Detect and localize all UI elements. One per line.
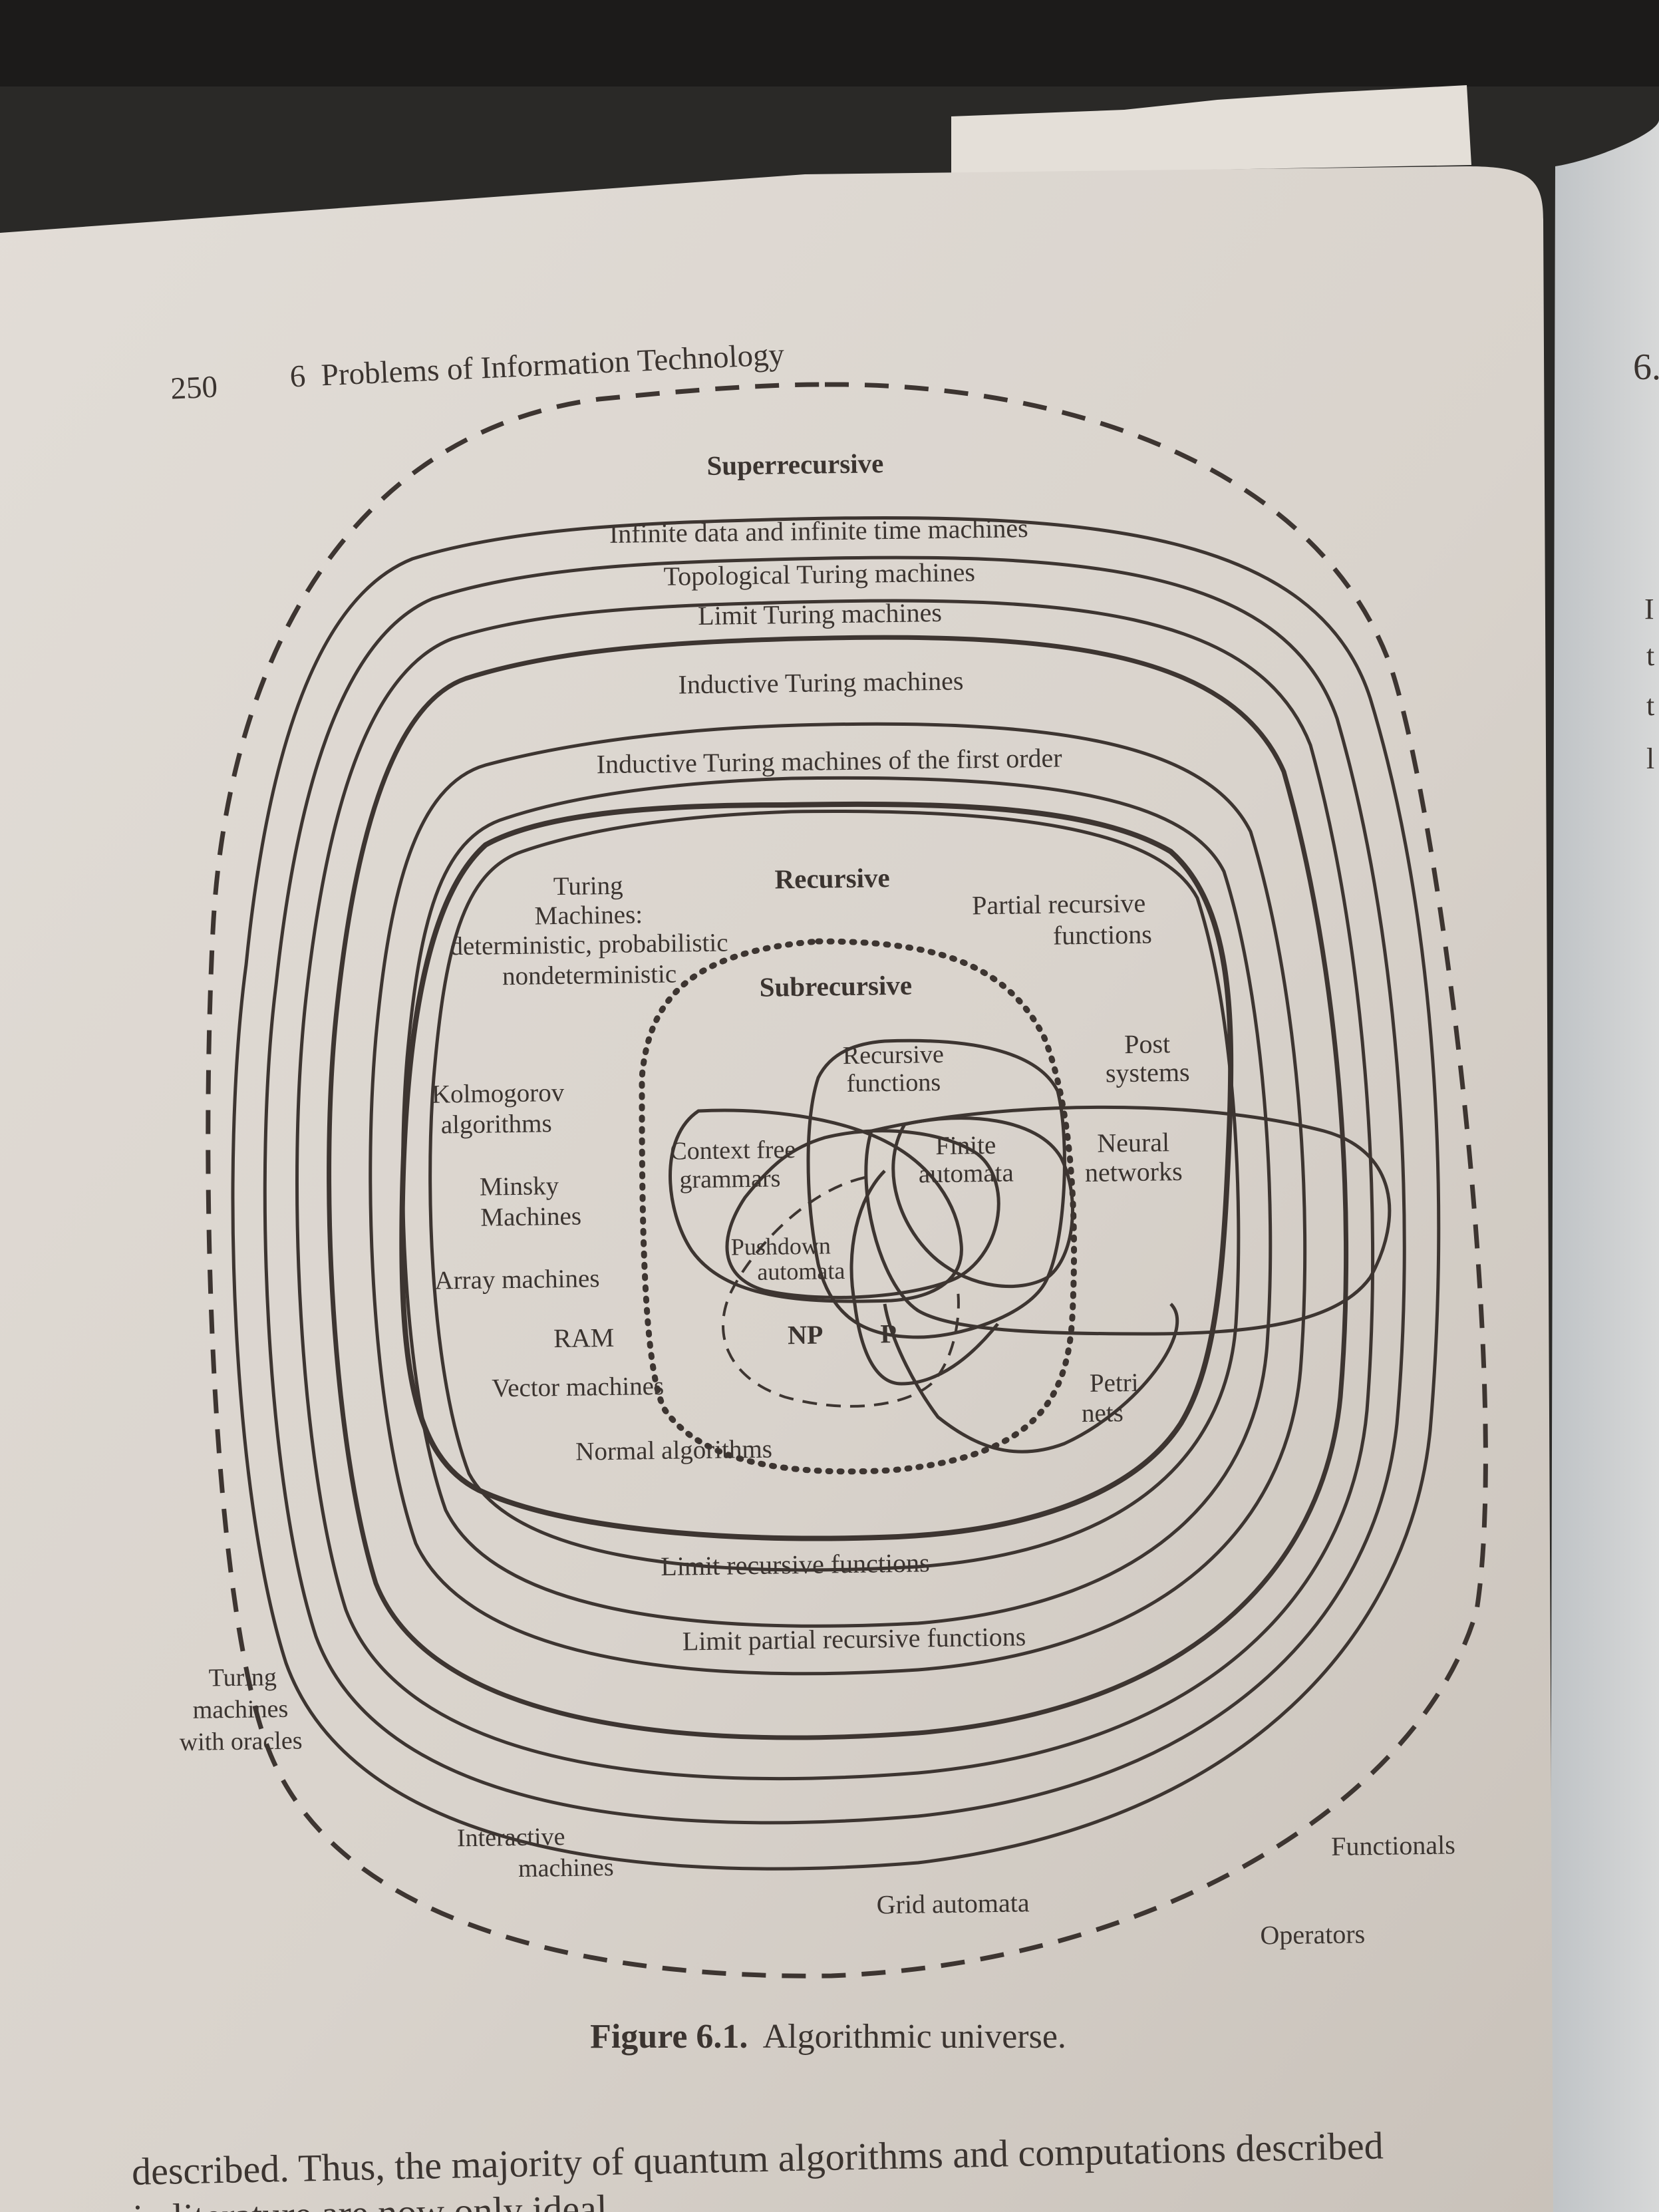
topological-turing-label: Topological Turing machines (663, 557, 975, 591)
topological-turing-boundary (263, 555, 1406, 1825)
interactive-machines-label: Interactive (457, 1823, 565, 1852)
recursive-functions-region (806, 1038, 1066, 1339)
np-label: NP (788, 1320, 824, 1350)
pushdown-label: automata (757, 1257, 845, 1285)
recursive-functions-label: functions (846, 1068, 941, 1098)
finite-automata-label: Finite (935, 1131, 996, 1160)
inductive-first-order-label: Inductive Turing machines of the first o… (596, 742, 1062, 779)
recursive-functions-label: Recursive (843, 1040, 945, 1070)
turing-oracles-label: with oracles (180, 1727, 303, 1757)
turing-oracles-label: Turing (208, 1663, 277, 1692)
limit-partial-recursive-label: Limit partial recursive functions (682, 1621, 1026, 1656)
grid-automata-label: Grid automata (876, 1887, 1030, 1919)
pushdown-label: Pushdown (731, 1232, 831, 1260)
operators-label: Operators (1260, 1919, 1365, 1950)
minsky-label: Minsky (480, 1172, 559, 1201)
functionals-label: Functionals (1331, 1829, 1455, 1861)
ram-label: RAM (553, 1323, 615, 1353)
neural-networks-region (864, 1105, 1392, 1336)
vector-machines-label: Vector machines (492, 1372, 664, 1403)
turing-oracles-label: machines (192, 1695, 288, 1724)
p-label: P (880, 1319, 897, 1348)
next-page-fragment: 6. (1633, 347, 1659, 388)
right-page (1550, 120, 1659, 2212)
limit-turing-label: Limit Turing machines (698, 597, 942, 631)
bookmark-tab (951, 85, 1471, 174)
recursive-label: Recursive (774, 862, 890, 894)
partial-recursive-label: functions (1053, 919, 1152, 951)
partial-recursive-label: Partial recursive (972, 888, 1146, 921)
right-page-letter: t (1646, 689, 1654, 722)
limit-recursive-label: Limit recursive functions (661, 1547, 930, 1581)
limit-turing-boundary (295, 599, 1375, 1781)
petri-nets-label: nets (1082, 1398, 1124, 1428)
inductive-first-order-boundary (369, 722, 1307, 1676)
kolmogorov-label: Kolmogorov (432, 1078, 565, 1109)
turing-machines-label: nondeterministic (502, 960, 677, 991)
petri-nets-label: Petri (1090, 1368, 1139, 1398)
neural-networks-label: networks (1085, 1156, 1183, 1187)
page-number: 250 (170, 370, 218, 406)
neural-networks-label: Neural (1097, 1127, 1169, 1158)
figure-caption: Figure 6.1. Algorithmic universe. (590, 2018, 1066, 2056)
post-systems-label: Post (1124, 1028, 1171, 1059)
book-page (0, 166, 1553, 2212)
context-free-label: Context free (670, 1136, 796, 1166)
right-page-letter: l (1646, 742, 1654, 775)
turing-machines-label: Machines: (534, 900, 643, 930)
interactive-machines-label: machines (518, 1853, 614, 1883)
inductive-turing-boundary (327, 635, 1349, 1740)
context-free-label: grammars (679, 1164, 781, 1193)
petri-nets-region (883, 1303, 1179, 1454)
turing-machines-label: deterministic, probabilistic (450, 928, 728, 961)
subrecursive-boundary (639, 938, 1078, 1475)
kolmogorov-label: algorithms (441, 1109, 552, 1139)
figure-caption-label: Figure 6.1. (590, 2018, 748, 2056)
finite-automata-region (891, 1116, 1074, 1289)
figure-caption-text: Algorithmic universe. (763, 2018, 1066, 2056)
subrecursive-label: Subrecursive (759, 970, 912, 1003)
recursive-boundary (399, 801, 1234, 1541)
superrecursive-label: Superrecursive (706, 448, 883, 481)
array-machines-label: Array machines (434, 1264, 600, 1295)
limit-partial-recursive-boundary (400, 776, 1273, 1628)
right-page-letter: t (1646, 639, 1654, 672)
infinite-time-machines-boundary (231, 516, 1441, 1871)
context-free-grammars-region (669, 1108, 963, 1303)
inductive-turing-label: Inductive Turing machines (678, 665, 963, 699)
right-page-letter: I (1644, 593, 1654, 625)
p-region (849, 1170, 999, 1386)
normal-algorithms-label: Normal algorithms (575, 1435, 772, 1466)
np-region (722, 1176, 960, 1408)
dark-band (0, 0, 1659, 86)
pushdown-automata-region (725, 1129, 1000, 1299)
limit-recursive-boundary (428, 809, 1241, 1572)
post-systems-label: systems (1106, 1057, 1190, 1088)
finite-automata-label: automata (919, 1158, 1014, 1188)
turing-machines-label: Turing (553, 871, 623, 901)
minsky-label: Machines (480, 1202, 581, 1232)
infinite-time-machines-label: Infinite data and infinite time machines (609, 513, 1028, 549)
